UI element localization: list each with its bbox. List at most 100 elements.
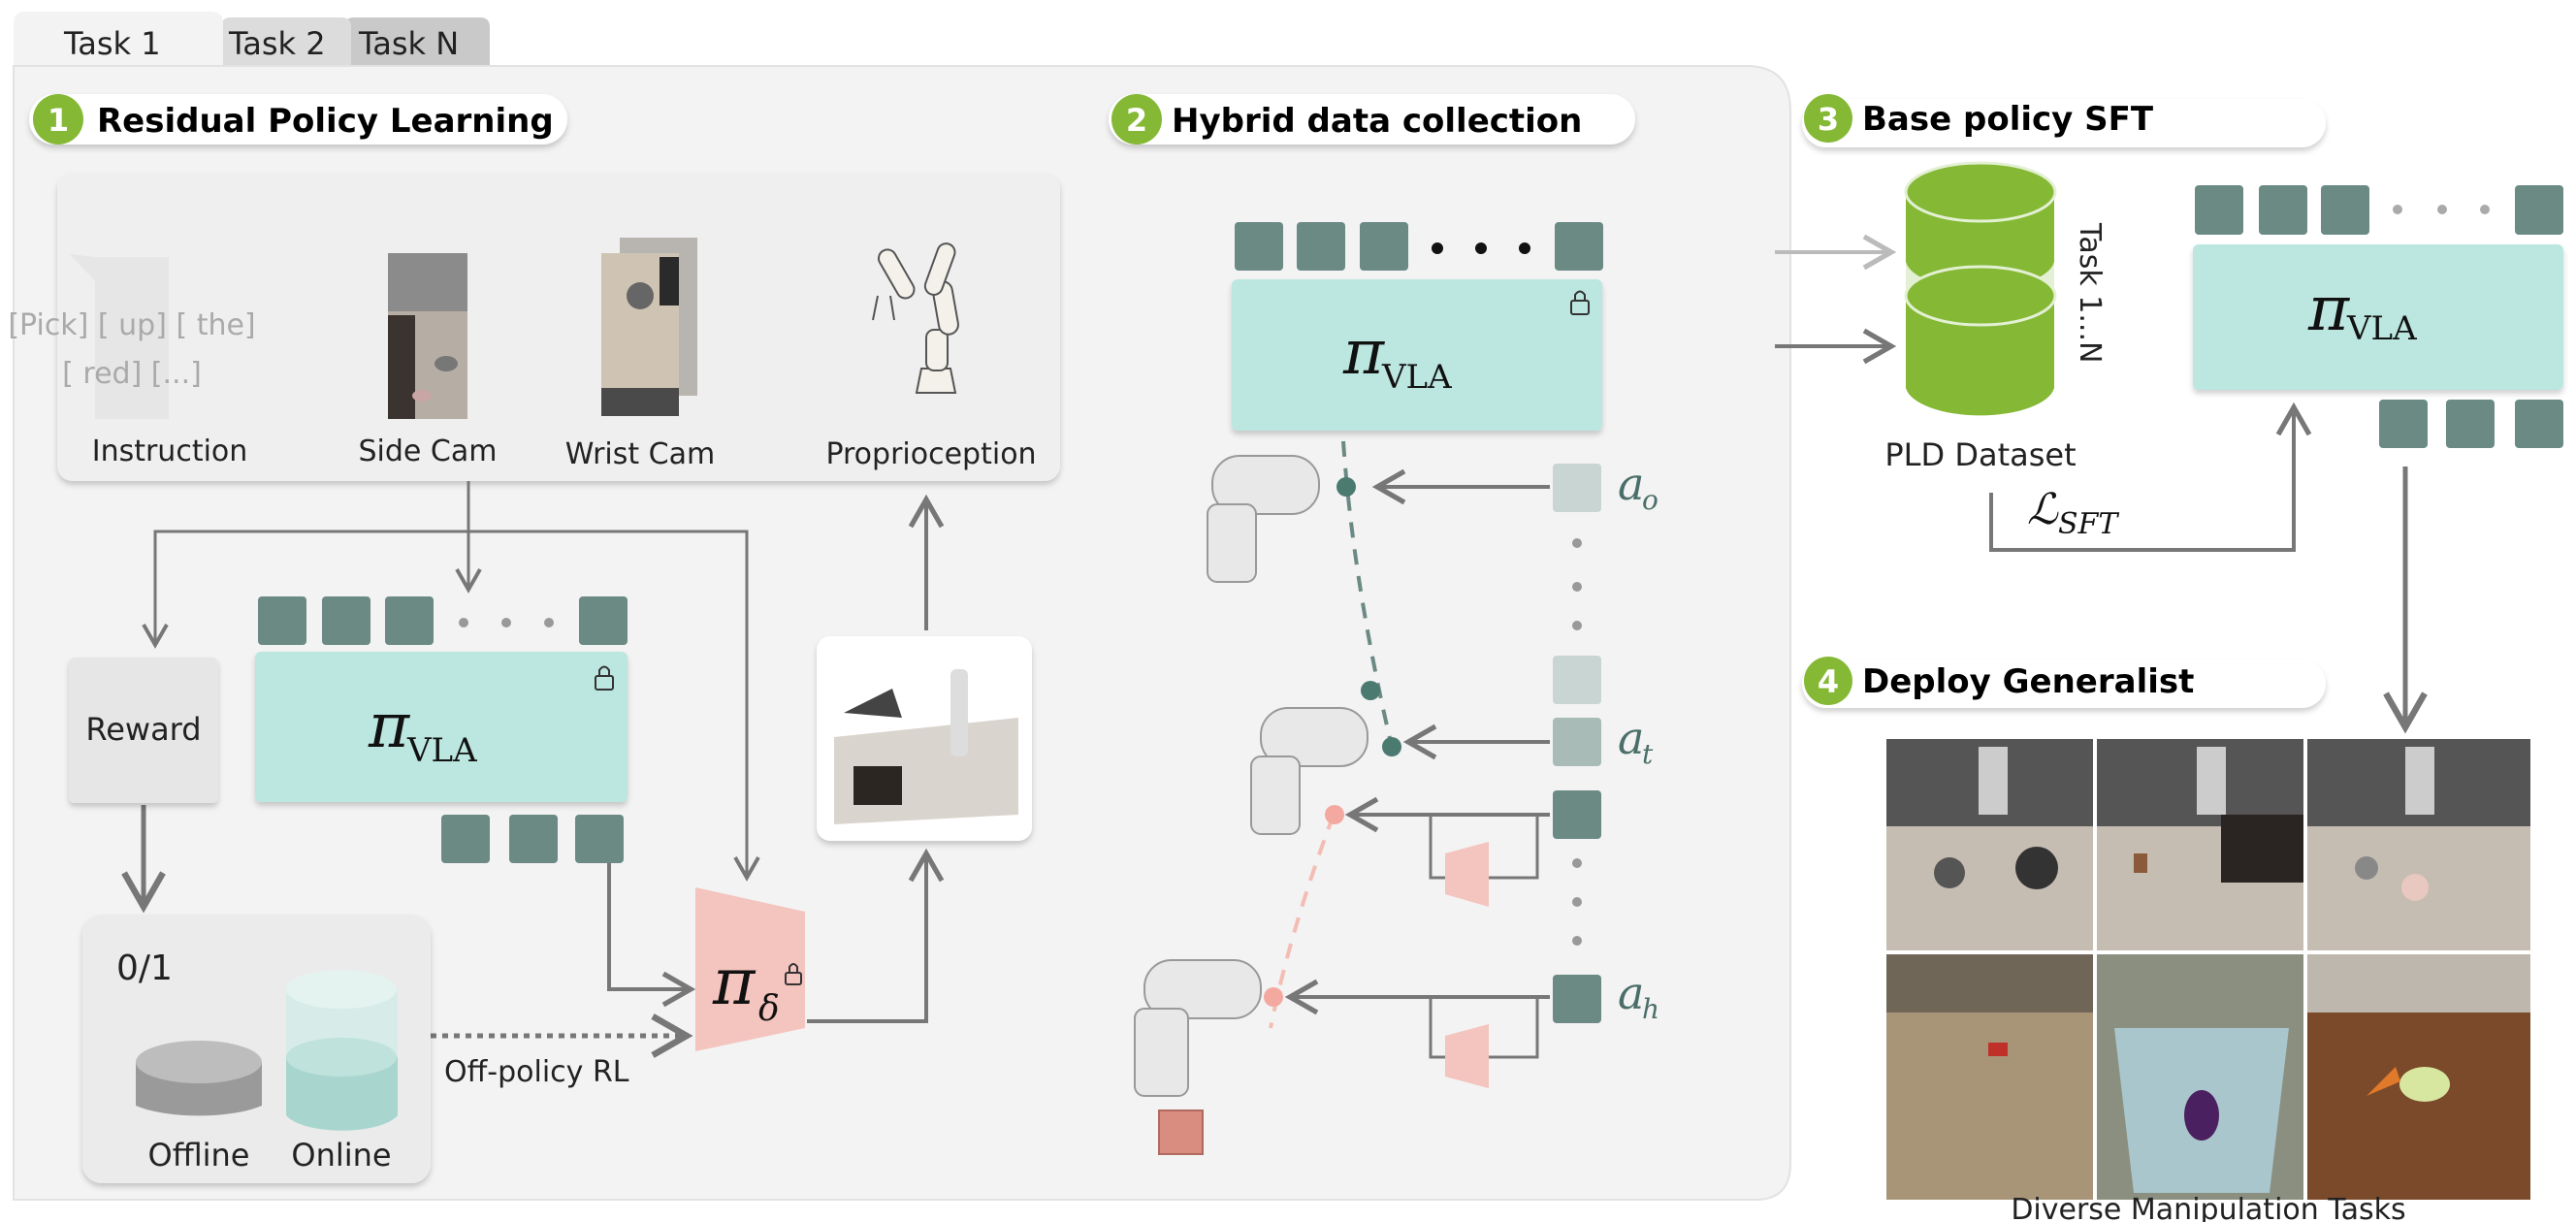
reward-label: Reward [85,711,201,748]
action-token-ah [1553,975,1601,1023]
side-cam-image [388,253,467,419]
s2-tokens [1235,222,1603,271]
action-token-at [1553,718,1601,766]
residual-mini-blocks [1445,842,1489,1088]
token [2195,185,2243,235]
tab-task-2[interactable] [221,17,351,66]
tab-task-1[interactable] [14,12,223,66]
vla-subscript: VLA [2346,309,2417,348]
step-number: 4 [1818,663,1839,700]
task-tabs: Task 1 Task 2 Task N [14,12,490,66]
token [509,815,558,863]
sft-loss-subscript: SFT [2058,507,2119,541]
token [2321,185,2369,235]
token [1235,222,1283,271]
robot-arm [1143,959,1262,1019]
token [2259,185,2307,235]
offline-label: Offline [148,1137,250,1174]
s2-vla-policy-block: π VLA [1232,279,1602,431]
task-image [1886,954,2093,1200]
deploy-caption: Diverse Manipulation Tasks [2011,1193,2405,1222]
delta-subscript: δ [758,989,780,1029]
token [1553,790,1601,839]
pi-symbol: π [712,945,757,1019]
tab-task-n[interactable] [344,17,490,66]
side-cam-label: Side Cam [359,434,498,468]
step-badge [33,94,83,145]
dataset-tasks-label: Task 1...N [2073,222,2107,363]
robot-poses [1134,455,1368,1155]
task-image [1886,739,2093,950]
online-buffer-icon [286,970,398,1131]
token [2379,400,2428,448]
step-badge [1111,94,1162,145]
robot-arm [1134,1008,1189,1097]
token [258,596,306,645]
section-title: Base policy SFT [1862,100,2154,139]
step-number: 1 [48,102,69,139]
vla-tokens-in [258,596,628,645]
robot-arm [1250,756,1301,835]
pi-symbol: π [1342,317,1385,389]
token [1360,222,1408,271]
task-image [2097,954,2303,1200]
action-arrows [1284,468,1550,1059]
robot-arm [1211,455,1320,515]
action-label-ao: a [1618,458,1644,510]
dataset-label: PLD Dataset [1884,436,2076,473]
instruction-label: Instruction [92,434,248,468]
vla-subscript: VLA [406,731,477,770]
tab-task-2-label: Task 2 [228,25,326,62]
subscript: o [1642,484,1658,516]
tab-task-1-label: Task 1 [63,25,161,62]
token [1297,222,1345,271]
robot-arm [1260,707,1368,767]
replay-buffer: 0/1 Offline Online [82,915,431,1183]
deploy-task-grid [1886,739,2530,1200]
section-1-header: 1 Residual Policy Learning [29,94,567,145]
vla-subscript: VLA [1381,358,1452,397]
section-3-header: 3 Base policy SFT [1802,94,2326,147]
section-title: Hybrid data collection [1172,102,1582,141]
proprioception-label: Proprioception [825,437,1036,471]
robot-arm-icon [872,242,959,394]
token [385,596,434,645]
action-label-at: a [1618,712,1644,764]
lock-icon [785,963,802,985]
robot-arm [1207,503,1257,583]
success-label: 0/1 [116,949,173,988]
step-number: 3 [1818,101,1839,138]
lock-icon [1570,290,1590,315]
token [575,815,624,863]
residual-policy-block: π δ [695,887,805,1051]
token [579,596,628,645]
task-image [2097,739,2303,950]
token [441,815,490,863]
pi-symbol: π [2307,273,2350,345]
token [322,596,370,645]
red-cube [1158,1109,1204,1155]
action-label-ah: a [1618,967,1644,1019]
token [2515,185,2563,235]
observation-inputs: [Pick] [ up] [ the] [ red] [...] Instruc… [8,173,1060,481]
step-badge [1804,94,1852,143]
section-title: Deploy Generalist [1862,662,2194,701]
instruction-text: [Pick] [ up] [ the] [8,308,255,342]
wrist-cam-label: Wrist Cam [565,437,715,471]
section-1-arrows [121,481,945,1058]
s3-tokens-out [2379,400,2563,448]
s3-arrows [1775,234,2428,734]
section-4-header: 4 Deploy Generalist [1802,657,2326,708]
vla-tokens-out [441,815,624,863]
s3-tokens-in [2195,185,2563,235]
simulation-image [817,636,1032,841]
token [1553,656,1601,704]
online-label: Online [291,1137,391,1174]
trajectory [1264,440,1401,1029]
token [2446,400,2495,448]
section-title: Residual Policy Learning [97,102,554,141]
tab-task-n-label: Task N [358,25,459,62]
off-policy-rl-label: Off-policy RL [444,1055,629,1089]
residual-policy-mini [1445,1024,1489,1088]
